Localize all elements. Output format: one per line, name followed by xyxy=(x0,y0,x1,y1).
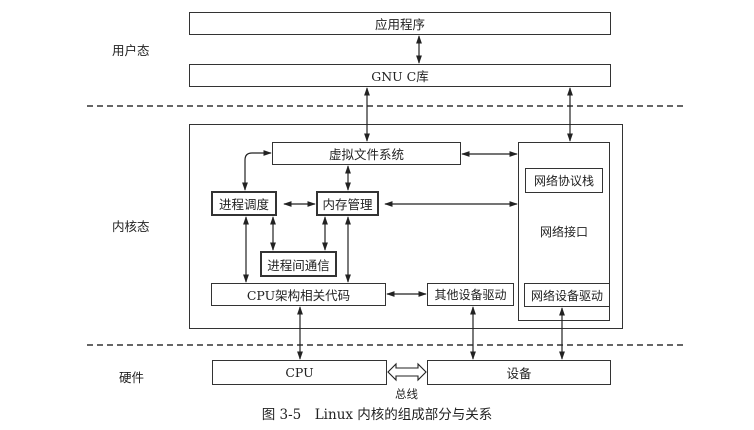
bus-label: 总线 xyxy=(395,387,418,401)
ipc-box: 进程间通信 xyxy=(260,251,337,277)
network-drivers-box: 网络设备驱动 xyxy=(524,283,610,307)
network-interface-label: 网络接口 xyxy=(539,225,588,239)
arch-box: CPU架构相关代码 xyxy=(211,283,386,306)
memory-box: 内存管理 xyxy=(316,191,379,216)
scheduler-box: 进程调度 xyxy=(211,191,277,216)
network-stack-box: 网络协议栈 xyxy=(525,168,603,193)
vfs-box: 虚拟文件系统 xyxy=(272,142,461,165)
layer-label-user: 用户态 xyxy=(112,43,150,58)
figure-caption: 图 3-5 Linux 内核的组成部分与关系 xyxy=(261,407,493,423)
cpu-box: CPU xyxy=(212,360,387,385)
bus-arrow xyxy=(387,362,427,382)
devices-box: 设备 xyxy=(427,360,611,385)
application-box: 应用程序 xyxy=(189,12,611,35)
layer-label-hardware: 硬件 xyxy=(119,370,145,385)
other-drivers-box: 其他设备驱动 xyxy=(427,283,514,306)
layer-label-kernel: 内核态 xyxy=(112,219,150,234)
glibc-box: GNU C库 xyxy=(189,64,611,87)
